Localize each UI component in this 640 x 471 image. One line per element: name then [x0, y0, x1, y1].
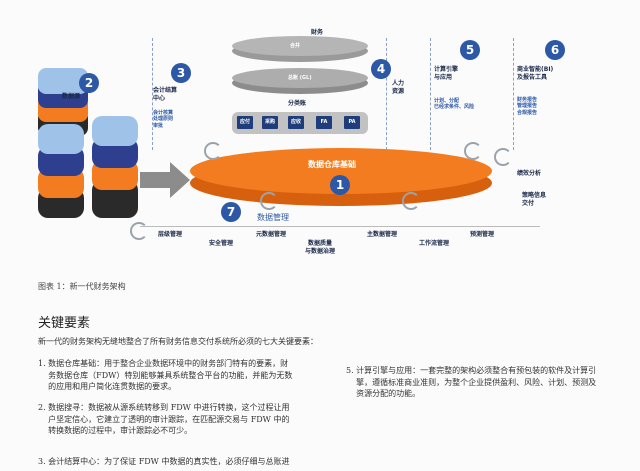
guide-line [513, 38, 514, 150]
subledger-box: 应收 [288, 116, 304, 129]
data-source-label: 数据源 [62, 93, 81, 100]
bottom-label: 元数据管理 [256, 231, 287, 238]
subledger-box: 采购 [262, 116, 278, 129]
hr-label: 人力 资源 [392, 80, 405, 95]
badge-1: 1 [330, 175, 350, 195]
list-item: 2. 数据搜寻：数据被从源系统转移到 FDW 中进行转换，这个过程让用 户坚定信… [38, 403, 290, 435]
bi-items: 财务报告 管理报告 合规报告 [517, 97, 538, 116]
badge-6: 6 [545, 40, 565, 60]
subledger-box: PA [344, 116, 360, 129]
guide-line [152, 38, 153, 150]
list-item: 1. 数据仓库基础：用于整合企业数据环境中的财务部门特有的要素，财 务数据仓库（… [38, 359, 293, 391]
bottom-label: 工作流管理 [419, 240, 450, 247]
general-ledger-label: 总账 (GL) [288, 75, 312, 81]
bottom-rule [140, 226, 540, 227]
accounting-center-title: 会计结算 中心 [153, 87, 178, 102]
bottom-label: 安全管理 [209, 240, 234, 247]
subledger-box: 应付 [237, 116, 253, 129]
sync-icon [130, 222, 148, 240]
bi-title: 商业智能(BI) 及报告工具 [517, 66, 554, 81]
calc-engine-items: 计划、分配 已经求条件、风险 [434, 98, 475, 111]
subledger-label: 分类账 [288, 100, 307, 107]
bottom-label: 预测管理 [470, 231, 495, 238]
sync-icon [464, 142, 482, 160]
flow-arrow-icon [140, 162, 190, 198]
badge-3: 3 [171, 63, 191, 83]
section-heading: 关键要素 [38, 316, 91, 331]
bottom-label: 主数据管理 [367, 231, 398, 238]
sync-icon [260, 192, 278, 210]
list-item: 5. 计算引擎与应用：一套完整的架构必须整合有预包装的软件及计算引 擎，遵循标准… [346, 366, 597, 398]
badge-2: 2 [79, 73, 99, 93]
consolidation-label: 合并 [290, 43, 301, 49]
analytics-label: 绩效分析 [517, 170, 542, 177]
warehouse-label: 数据仓库基础 [308, 160, 356, 169]
badge-7: 7 [221, 202, 241, 222]
figure-caption: 图表 1：新一代财务架构 [38, 282, 126, 291]
calc-engine-title: 计算引擎 与应用 [434, 66, 459, 81]
badge-4: 4 [371, 59, 391, 79]
strategy-label: 策略信息 交付 [522, 192, 547, 207]
finance-title: 财务 [311, 29, 324, 36]
guide-line [430, 38, 431, 150]
data-mgmt-label: 数据管理 [257, 213, 289, 222]
sync-icon [204, 142, 222, 160]
badge-5: 5 [460, 40, 480, 60]
guide-line [386, 38, 387, 150]
subledger-box: FA [316, 116, 332, 129]
sync-icon [494, 148, 512, 166]
intro-paragraph: 新一代的财务架构无缝地整合了所有财务信息交付系统所必须的七大关键要素： [38, 337, 318, 346]
bottom-label: 数据质量 与数据治理 [305, 240, 336, 255]
accounting-center-items: 会计核算 处理原则 审批 [153, 110, 174, 129]
list-item: 3. 会计结算中心：为了保证 FDW 中数据的真实性，必须仔细与总账进 [38, 457, 290, 466]
sync-icon [402, 192, 420, 210]
bottom-label: 层级管理 [158, 231, 183, 238]
